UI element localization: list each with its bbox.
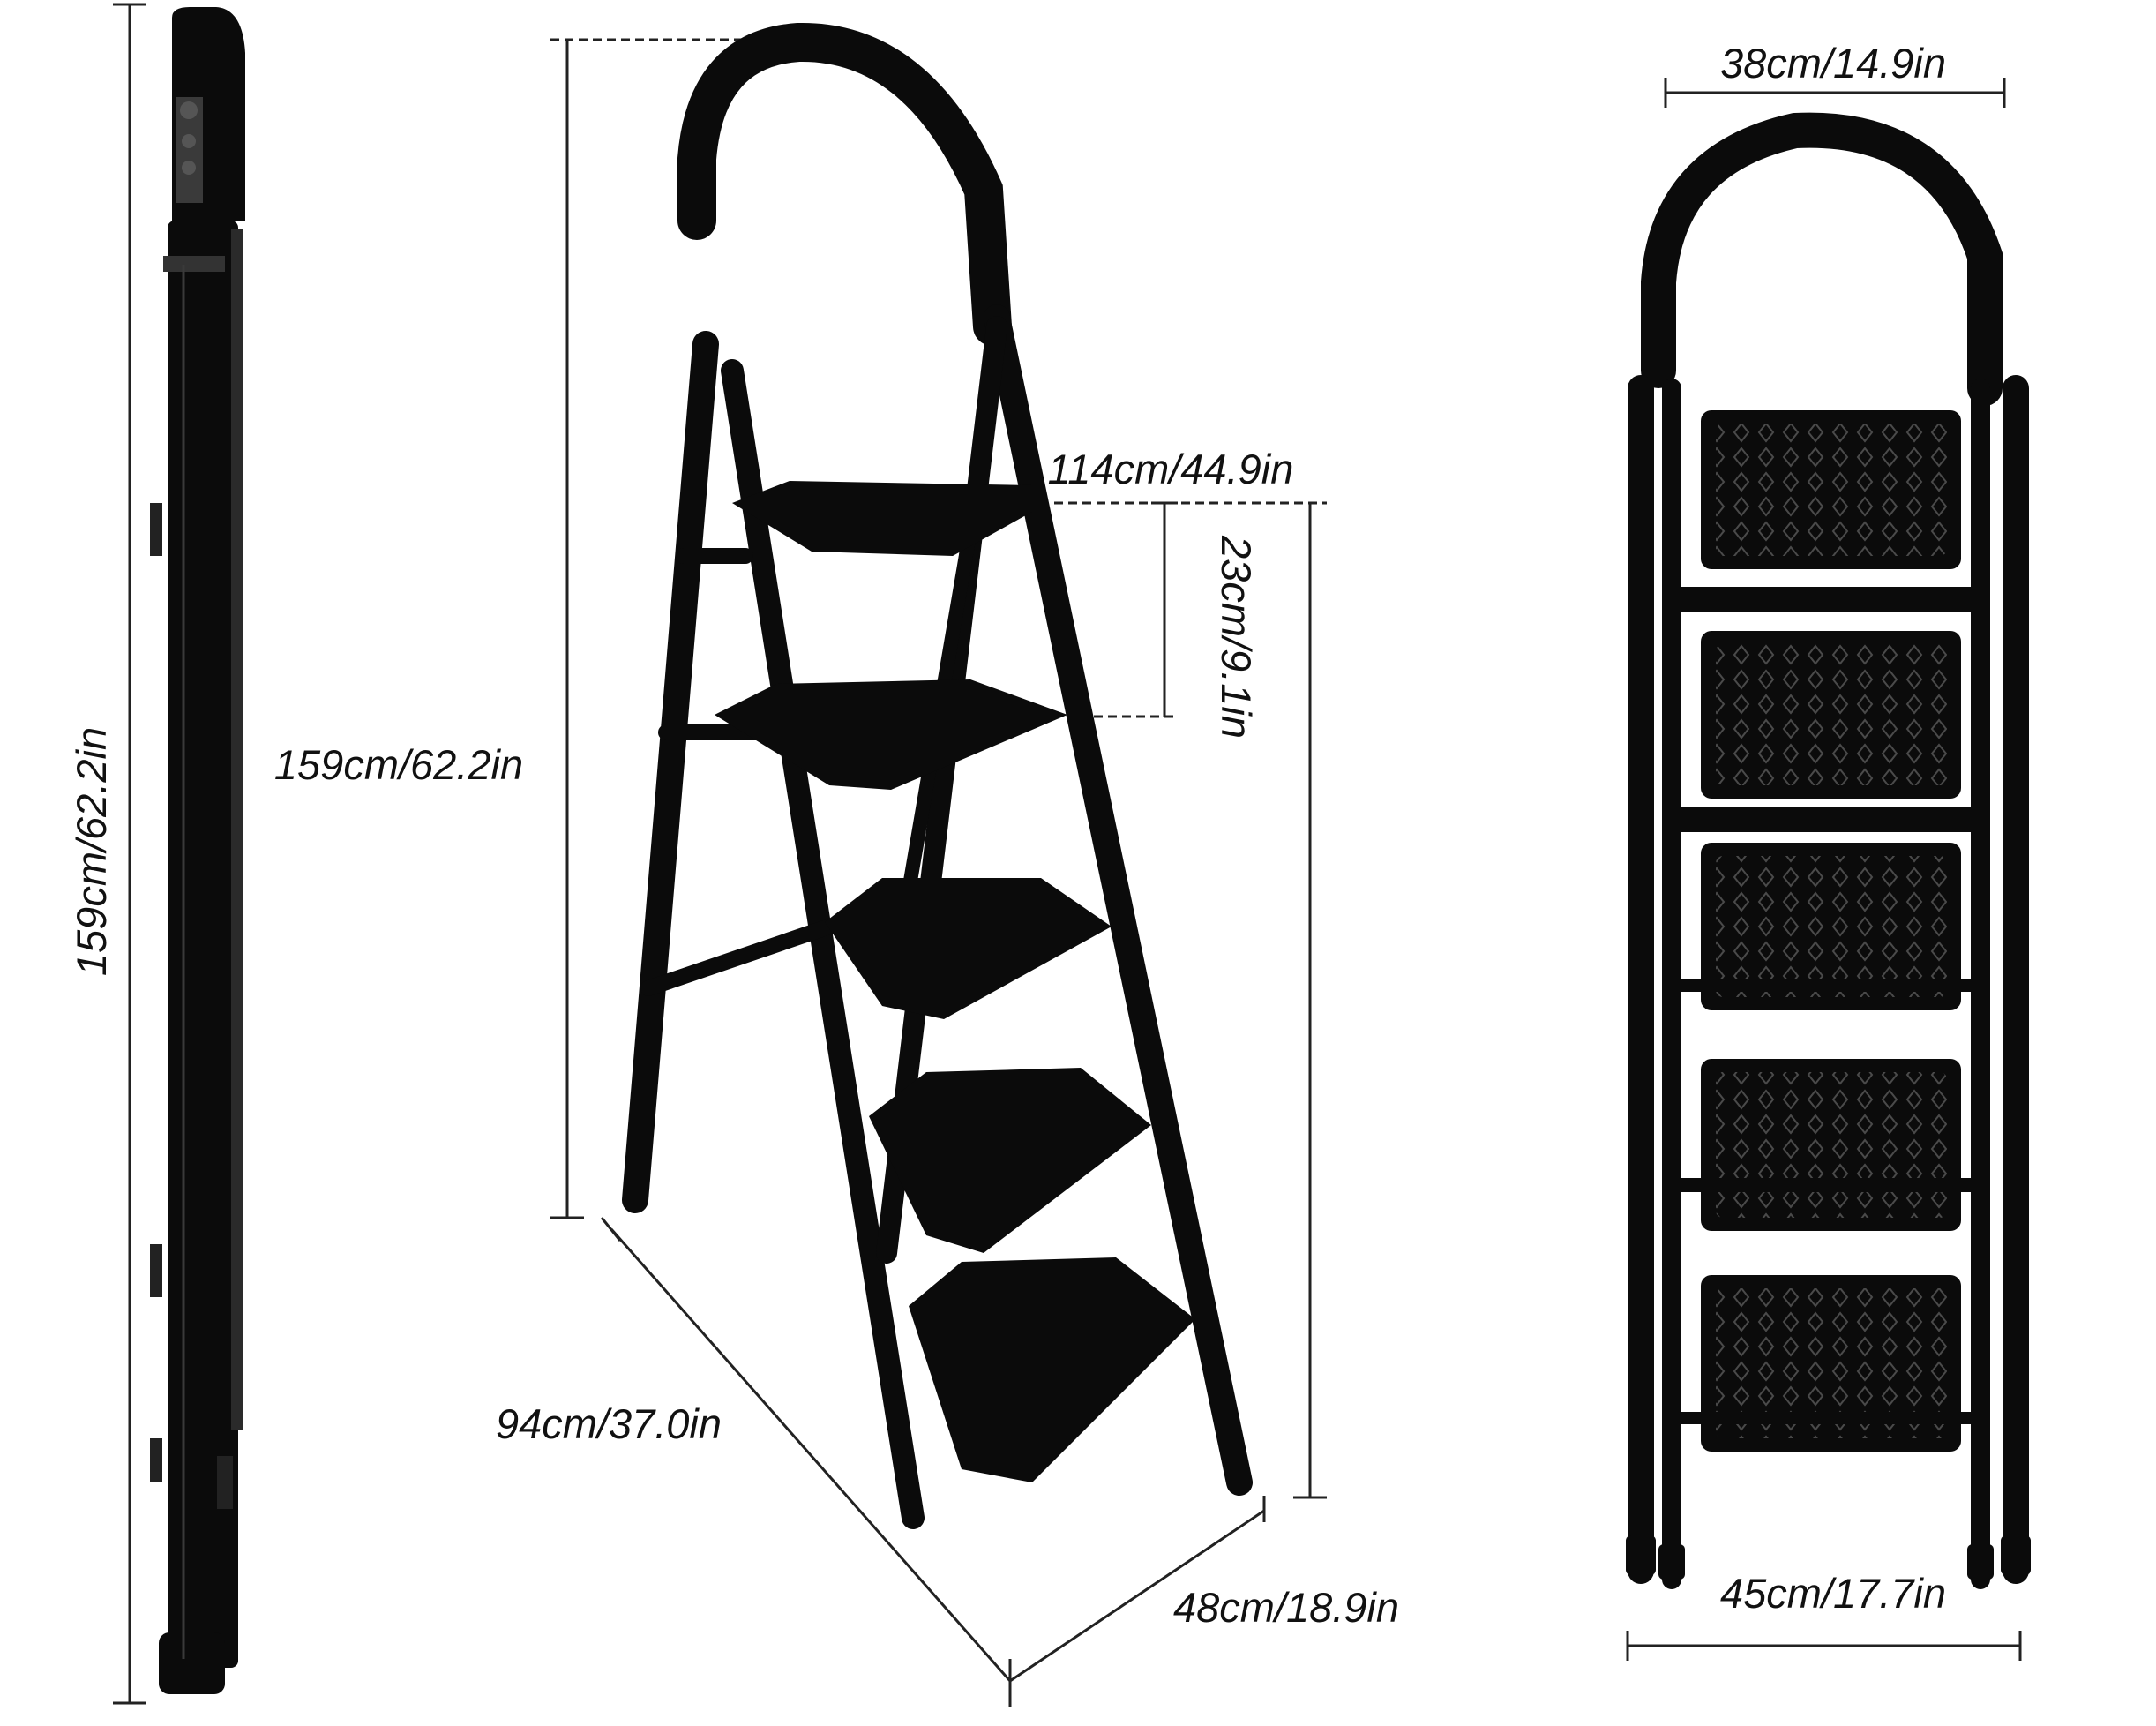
side-base-width-label: 48cm/18.9in bbox=[1173, 1584, 1399, 1631]
folded-ladder-body bbox=[150, 7, 245, 1694]
front-ladder-steps bbox=[1701, 410, 1961, 1452]
step-1 bbox=[732, 481, 1032, 556]
open-ladder-steps bbox=[715, 481, 1195, 1482]
step-spacing-label: 23cm/9.1in bbox=[1213, 535, 1260, 739]
folded-height-label: 159cm/62.2in bbox=[68, 727, 115, 976]
folded-ladder-view: 159cm/62.2in bbox=[68, 3, 245, 1705]
step-2 bbox=[715, 679, 1067, 790]
platform-height-dimension-line bbox=[1054, 501, 1327, 1499]
open-depth-label: 94cm/37.0in bbox=[496, 1400, 722, 1447]
step-3 bbox=[825, 878, 1112, 1019]
front-base-width-dimension-line bbox=[1626, 1631, 2022, 1661]
step-5 bbox=[909, 1257, 1195, 1482]
open-depth-dimension-line bbox=[600, 1217, 1012, 1682]
step-spacing-dimension-line bbox=[1094, 501, 1178, 718]
front-base-width-label: 45cm/17.7in bbox=[1720, 1570, 1946, 1617]
front-ladder-rungs bbox=[1672, 587, 1980, 1424]
top-width-dimension-line bbox=[1664, 78, 2006, 108]
folded-height-dimension-line bbox=[113, 3, 146, 1705]
front-ladder-feet bbox=[1626, 1535, 2031, 1580]
overall-height-label: 159cm/62.2in bbox=[274, 741, 523, 788]
open-ladder-view: 159cm/62.2in 114cm/44.9in 23cm/9.1in 94c… bbox=[274, 22, 1399, 1707]
step-4 bbox=[869, 1068, 1151, 1253]
open-ladder-body bbox=[622, 22, 1253, 1529]
side-base-width-dimension-line bbox=[1008, 1496, 1266, 1707]
overall-height-dimension-line bbox=[550, 38, 869, 1219]
platform-height-label: 114cm/44.9in bbox=[1048, 446, 1294, 492]
top-width-label: 38cm/14.9in bbox=[1720, 40, 1946, 86]
front-ladder-view: 38cm/14.9in 45cm/17.7in bbox=[1626, 40, 2031, 1661]
